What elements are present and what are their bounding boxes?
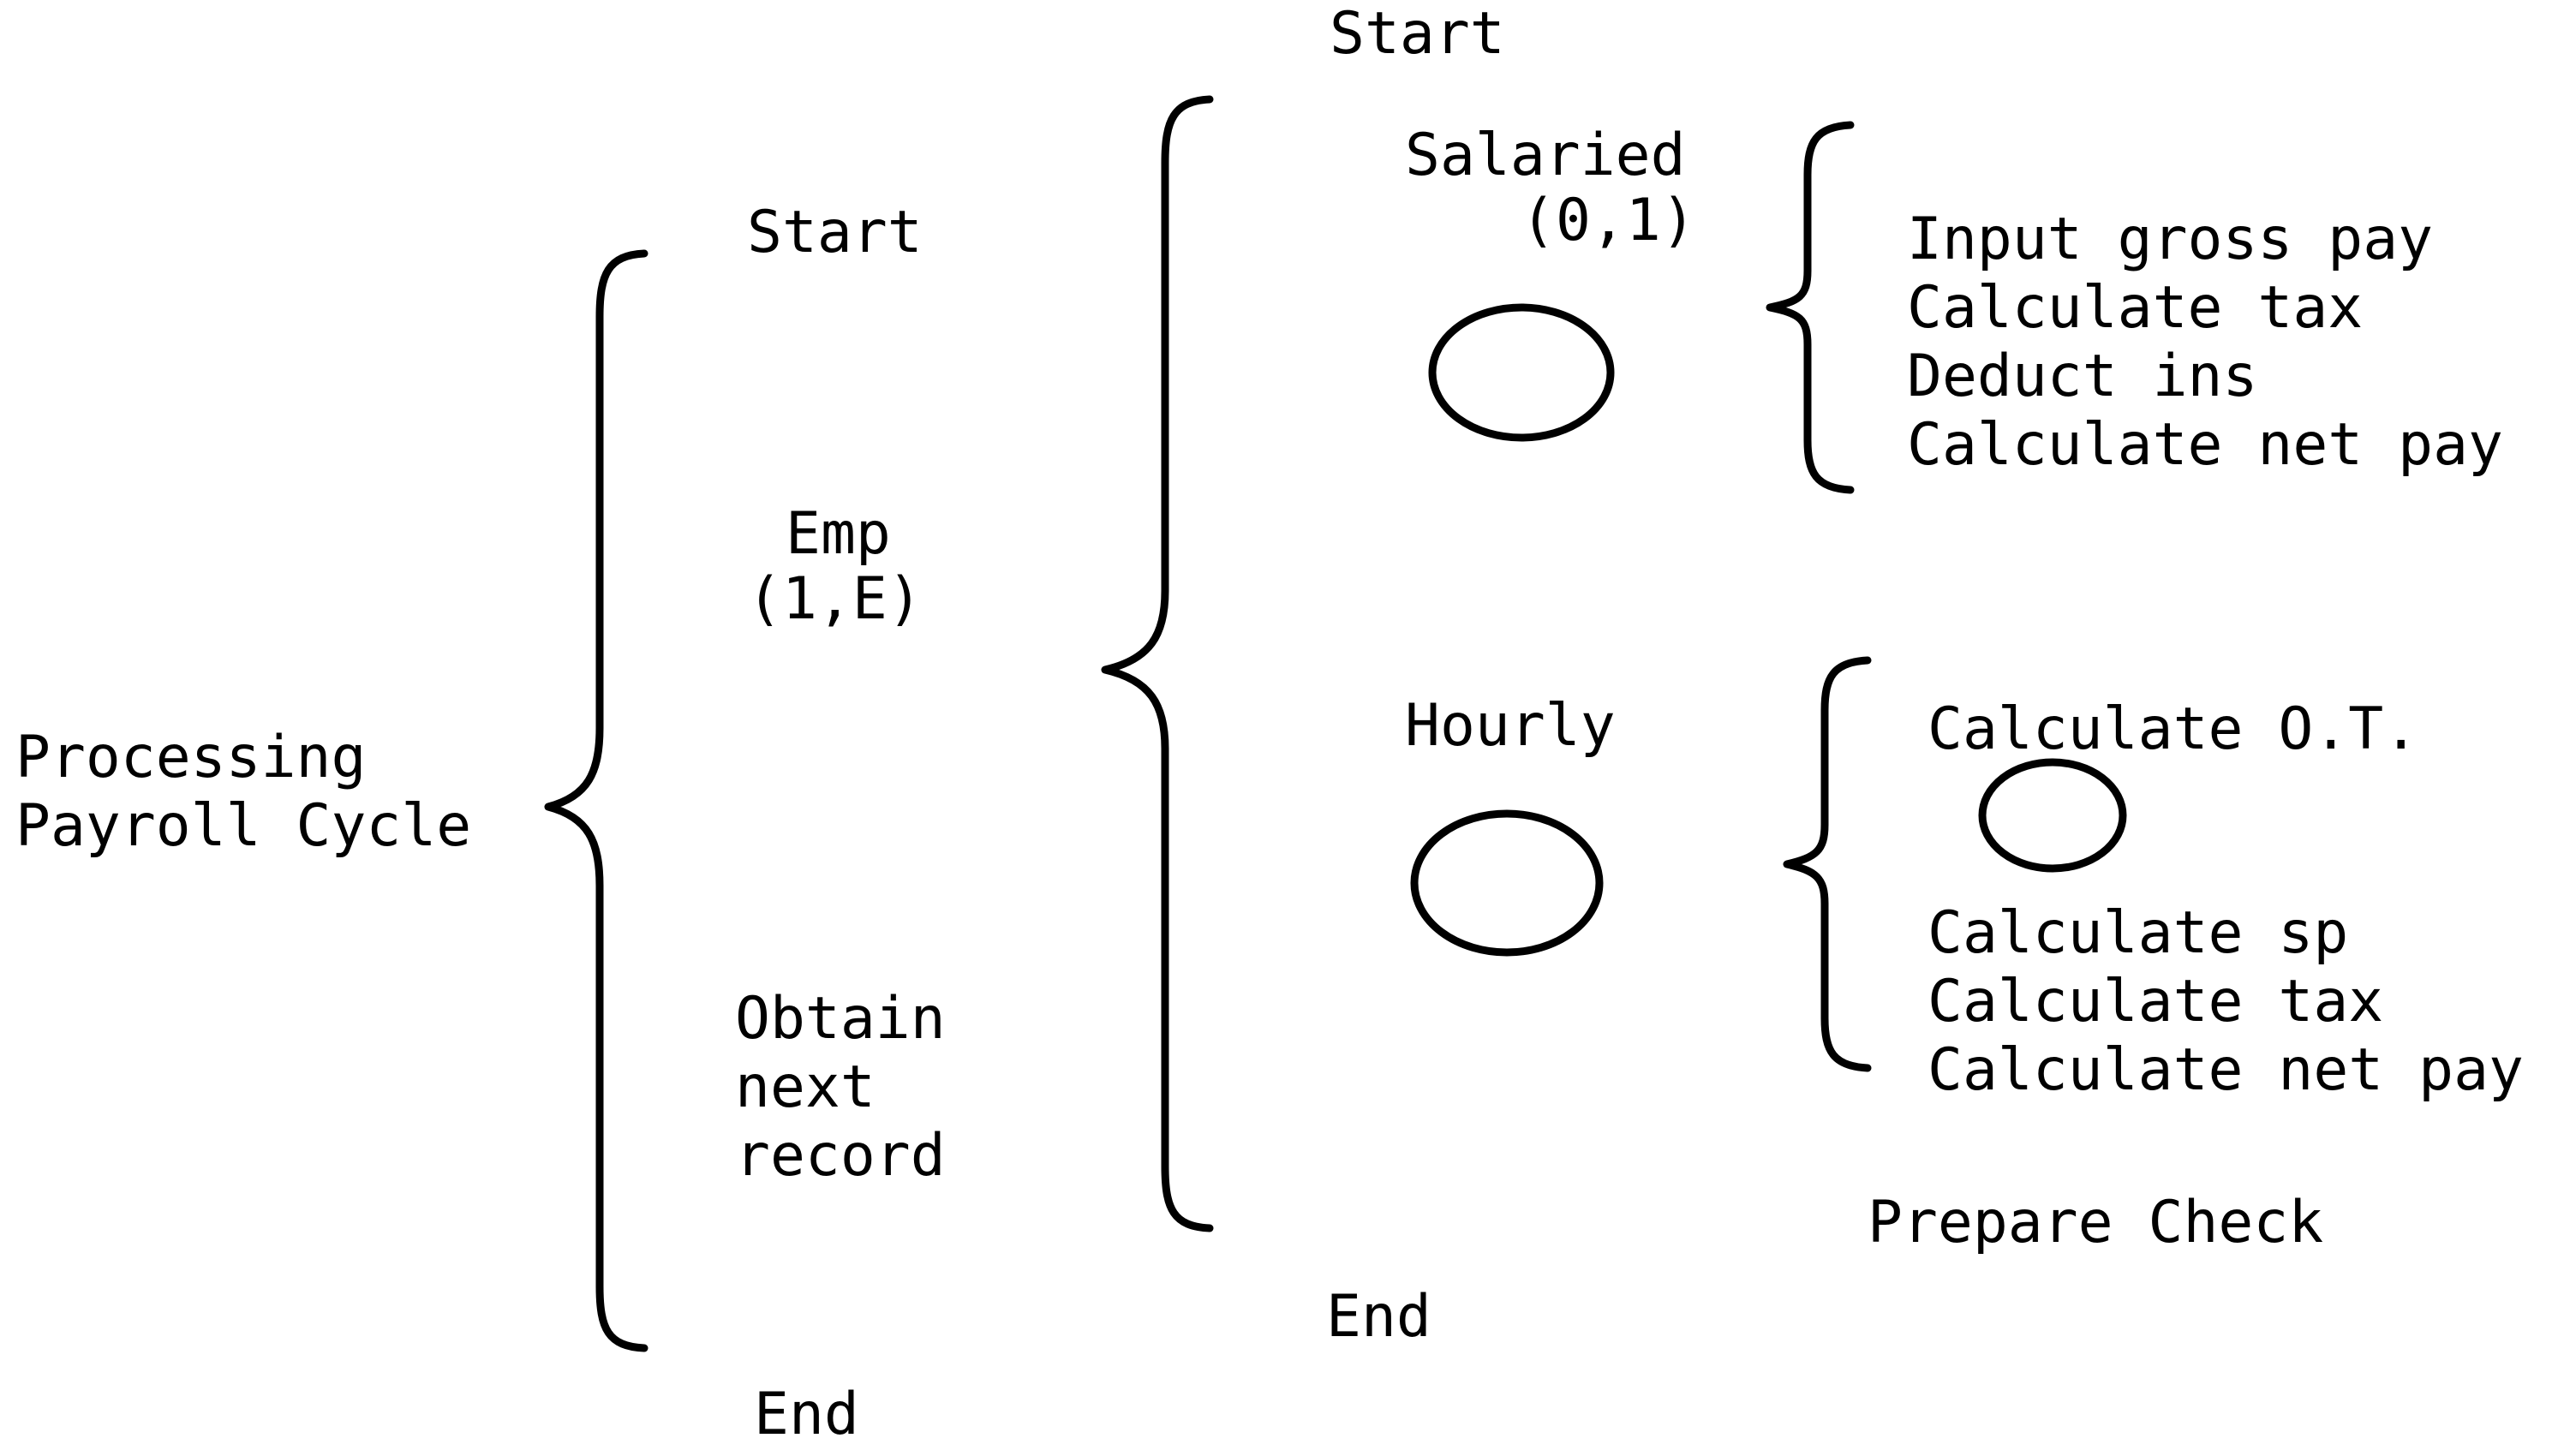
level1-end-label: End [754, 1381, 859, 1448]
hourly-action-top: Calculate O.T. [1927, 695, 2419, 763]
level1-start-label: Start [747, 199, 923, 266]
level2-start-label: Start [1330, 0, 1505, 68]
level2-hourly-label: Hourly [1405, 692, 1616, 760]
salaried-action-3: Deduct ins [1907, 343, 2258, 410]
salaried-action-4: Calculate net pay [1907, 411, 2503, 479]
level2-salaried-cardinality: (0,1) [1521, 187, 1696, 254]
level2-salaried-label: Salaried [1405, 122, 1686, 189]
level2-end-label: End [1326, 1283, 1431, 1351]
level1-emp-cardinality: (1,E) [747, 565, 923, 633]
level1-obtain-line1: Obtain [735, 985, 946, 1053]
exclusive-or-ellipse-hourly [1410, 809, 1604, 957]
hourly-action-2: Calculate tax [1927, 968, 2384, 1035]
level1-obtain-line3: record [735, 1122, 946, 1190]
salaried-action-2: Calculate tax [1907, 274, 2364, 342]
hourly-action-3: Calculate net pay [1927, 1036, 2524, 1104]
prepare-check-label: Prepare Check [1868, 1189, 2324, 1256]
exclusive-or-ellipse-hourly-actions [1978, 758, 2127, 873]
hourly-action-1: Calculate sp [1927, 899, 2349, 967]
grouping-brace-level1 [544, 249, 648, 1352]
grouping-brace-salaried-actions [1766, 121, 1855, 494]
salaried-action-1: Input gross pay [1907, 206, 2434, 273]
exclusive-or-ellipse-salaried [1428, 303, 1615, 442]
root-label-line1: Processing [15, 724, 367, 791]
root-label-line2: Payroll Cycle [15, 792, 472, 860]
level1-emp-label: Emp [786, 500, 891, 568]
level1-obtain-line2: next [735, 1053, 876, 1121]
grouping-brace-hourly-actions [1783, 656, 1872, 1072]
grouping-brace-level2 [1101, 95, 1214, 1232]
